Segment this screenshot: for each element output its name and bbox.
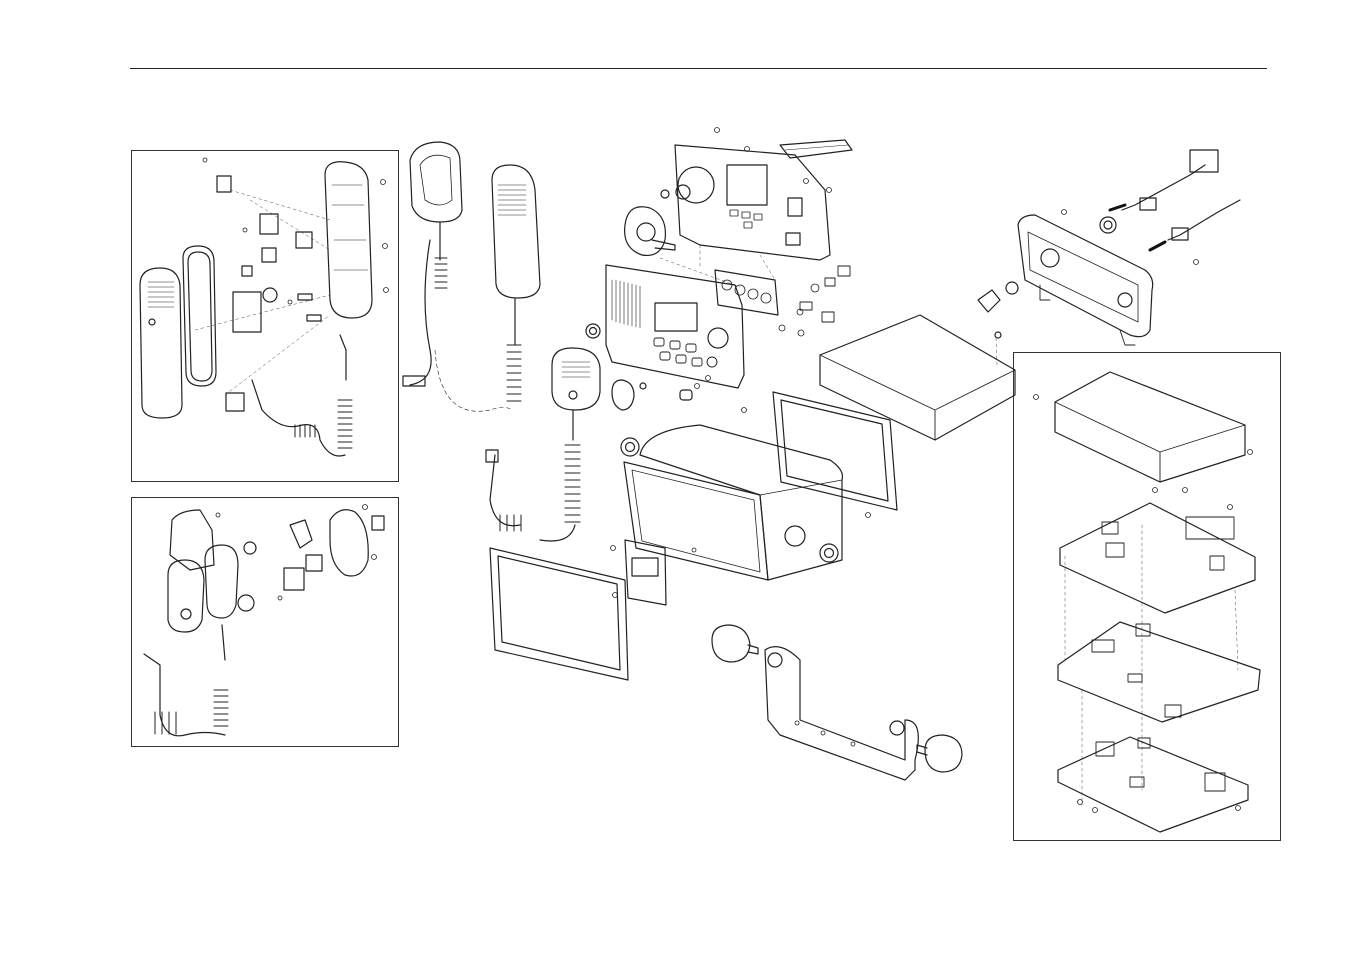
cradle-coil bbox=[435, 258, 447, 288]
board-lower bbox=[1058, 737, 1248, 832]
lower-components bbox=[1096, 738, 1225, 791]
front-gasket bbox=[773, 392, 897, 510]
connector-part bbox=[296, 232, 312, 248]
keypad-rubber bbox=[715, 270, 778, 315]
volume-knob-socket bbox=[708, 328, 728, 348]
fist-mic-gasket bbox=[205, 545, 238, 618]
fist-mic-coil bbox=[155, 690, 228, 734]
handset-with-cradle bbox=[403, 142, 540, 411]
pad bbox=[306, 555, 322, 571]
handset-front-shell bbox=[140, 268, 182, 418]
antenna-cable bbox=[1168, 200, 1240, 240]
fist-mic-main-coil bbox=[565, 445, 580, 522]
top-cover-rear-panel bbox=[820, 150, 1240, 440]
washer-a bbox=[661, 190, 669, 198]
shield-plate bbox=[226, 393, 244, 411]
power-knob bbox=[612, 380, 634, 410]
fist-mic-screws bbox=[216, 505, 377, 601]
handset-coil bbox=[295, 400, 352, 448]
keypad-buttons bbox=[654, 338, 717, 367]
small-knob bbox=[680, 390, 692, 400]
display-screen bbox=[655, 303, 697, 331]
fist-mic-detail bbox=[144, 505, 384, 736]
switch-part bbox=[217, 176, 231, 192]
fist-mic-shell bbox=[330, 510, 368, 576]
board-top-cover bbox=[1055, 372, 1245, 482]
cable-gland-2 bbox=[1172, 228, 1188, 240]
side-connectors bbox=[800, 266, 850, 322]
cradle-cord bbox=[410, 222, 440, 385]
ribbon-cable bbox=[780, 140, 852, 158]
handset-cradle bbox=[410, 142, 462, 222]
latch-part-2 bbox=[307, 315, 321, 321]
clip-part bbox=[242, 266, 252, 276]
mounting-frame bbox=[624, 462, 768, 580]
display-window bbox=[727, 165, 767, 205]
connector bbox=[372, 516, 384, 530]
chassis-washer-2 bbox=[820, 544, 838, 562]
chassis-washer bbox=[621, 438, 639, 456]
mic-plug bbox=[486, 450, 498, 462]
radio-front-face bbox=[606, 265, 744, 388]
top-cover bbox=[820, 315, 1015, 440]
board-stack-detail bbox=[1034, 372, 1261, 832]
handset-ptt-button bbox=[149, 319, 155, 325]
bracket-part bbox=[260, 214, 278, 234]
pad-part bbox=[262, 248, 276, 262]
grommet bbox=[238, 595, 254, 611]
fist-mic-main-body bbox=[552, 348, 600, 410]
handset-grille bbox=[498, 185, 526, 215]
board-middle bbox=[1058, 622, 1260, 722]
fist-microphone bbox=[486, 348, 600, 541]
cable-gland bbox=[1140, 198, 1156, 210]
front-panel-assembly bbox=[586, 128, 852, 413]
fist-mic-coil-cord bbox=[144, 625, 225, 736]
latch-part bbox=[298, 294, 312, 300]
upper-components bbox=[1102, 517, 1234, 570]
radio-speaker-grille bbox=[612, 280, 640, 328]
mounting-bracket bbox=[712, 625, 962, 780]
handset-coil-cord bbox=[252, 335, 346, 456]
bracket-knob-left bbox=[712, 625, 750, 662]
radio-chassis bbox=[490, 392, 897, 680]
trim-frame bbox=[490, 548, 628, 680]
bracket-knob-right bbox=[925, 735, 962, 772]
rear-connector-panel bbox=[1018, 215, 1153, 337]
fist-mic-front bbox=[168, 560, 204, 632]
board-upper bbox=[1060, 503, 1255, 613]
plate bbox=[284, 568, 304, 590]
rear-washer bbox=[1100, 217, 1116, 233]
washer bbox=[244, 542, 256, 554]
pcb-part bbox=[233, 292, 261, 332]
bracket-u-shape bbox=[765, 647, 918, 780]
handset-gasket bbox=[183, 246, 216, 386]
handset-detail bbox=[140, 158, 389, 456]
ring-part bbox=[263, 288, 277, 302]
rear-jack bbox=[978, 290, 1000, 312]
power-plug bbox=[1190, 150, 1218, 172]
handset-coil-main bbox=[507, 345, 521, 401]
handset-speaker-grille bbox=[148, 282, 174, 307]
trim-ring bbox=[586, 324, 600, 338]
clip bbox=[290, 520, 312, 548]
